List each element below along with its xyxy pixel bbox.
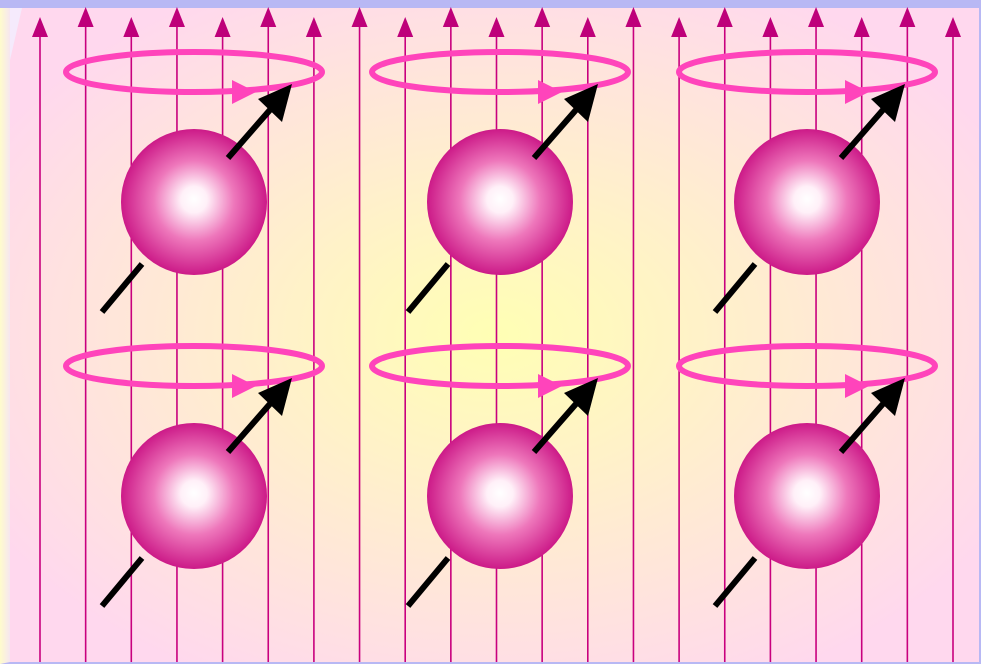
field-line-6 — [260, 7, 277, 662]
spin-grid — [63, 49, 938, 608]
precession-ring — [63, 343, 325, 389]
field-arrowhead-icon — [168, 7, 185, 27]
spin-unit-r2-c3 — [676, 343, 938, 608]
spin-arrowhead-icon — [871, 378, 905, 416]
spin-unit-r1-c1 — [63, 49, 325, 314]
panel-corner-highlight — [10, 8, 22, 60]
field-arrowhead-icon — [579, 17, 596, 37]
field-arrowhead-icon — [488, 17, 505, 37]
field-arrowhead-icon — [853, 17, 870, 37]
spin-unit-r2-c1 — [63, 343, 325, 608]
field-arrowhead-icon — [671, 17, 688, 37]
field-arrowhead-icon — [260, 7, 277, 27]
panel-left-bevel — [0, 8, 10, 664]
field-arrowhead-icon — [625, 7, 642, 27]
precession-direction-arrow-icon — [538, 80, 562, 104]
spin-arrow-shaft — [838, 101, 892, 160]
field-line-9 — [397, 17, 414, 662]
field-arrowhead-icon — [351, 7, 368, 27]
spin-arrow-tail — [712, 262, 758, 314]
field-arrowhead-icon — [808, 7, 825, 27]
spin-arrow-shaft — [225, 101, 279, 160]
nucleus-sphere — [121, 423, 267, 569]
precession-ring — [63, 49, 325, 95]
field-arrowhead-icon — [442, 7, 459, 27]
field-line-15 — [671, 17, 688, 662]
spin-arrowhead-icon — [564, 84, 598, 122]
spin-arrow-tail — [405, 262, 451, 314]
spin-arrow-tail — [405, 556, 451, 608]
precession-direction-arrow-icon — [845, 374, 869, 398]
spin-arrow-shaft — [531, 395, 585, 454]
field-arrowhead-icon — [123, 17, 140, 37]
precession-ring — [369, 49, 631, 95]
field-arrowhead-icon — [32, 17, 48, 37]
field-arrowhead-icon — [397, 17, 414, 37]
spin-arrow-shaft — [531, 101, 585, 160]
field-arrowhead-icon — [534, 7, 551, 27]
field-arrowhead-icon — [899, 7, 916, 27]
spin-arrow-shaft — [838, 395, 892, 454]
precession-ring — [369, 343, 631, 389]
spin-unit-r1-c2 — [369, 49, 631, 314]
nucleus-sphere — [734, 423, 880, 569]
field-line-1 — [32, 17, 48, 662]
spin-unit-r2-c2 — [369, 343, 631, 608]
precession-direction-arrow-icon — [232, 80, 256, 104]
field-line-20 — [899, 7, 916, 662]
nucleus-sphere — [121, 129, 267, 275]
field-arrowhead-icon — [716, 7, 733, 27]
precession-direction-arrow-icon — [538, 374, 562, 398]
field-line-7 — [305, 17, 322, 662]
field-arrowhead-icon — [945, 17, 961, 37]
field-line-10 — [442, 7, 459, 662]
spin-arrowhead-icon — [258, 84, 292, 122]
spin-arrow-tail — [712, 556, 758, 608]
nucleus-sphere — [427, 129, 573, 275]
field-line-2 — [77, 7, 94, 662]
field-arrowhead-icon — [305, 17, 322, 37]
spin-arrowhead-icon — [564, 378, 598, 416]
precession-ring — [676, 49, 938, 95]
field-line-21 — [945, 17, 961, 662]
precession-ring — [676, 343, 938, 389]
spin-unit-r1-c3 — [676, 49, 938, 314]
field-arrowhead-icon — [762, 17, 779, 37]
field-line-14 — [625, 7, 642, 662]
spin-arrow-shaft — [225, 395, 279, 454]
magnetic-field-lines — [32, 7, 961, 662]
spin-arrow-tail — [99, 262, 145, 314]
field-line-8 — [351, 7, 368, 662]
field-line-16 — [716, 7, 733, 662]
field-arrowhead-icon — [77, 7, 94, 27]
spin-arrow-tail — [99, 556, 145, 608]
nucleus-sphere — [427, 423, 573, 569]
spin-arrowhead-icon — [871, 84, 905, 122]
precession-direction-arrow-icon — [232, 374, 256, 398]
spin-arrowhead-icon — [258, 378, 292, 416]
field-arrowhead-icon — [214, 17, 231, 37]
precession-direction-arrow-icon — [845, 80, 869, 104]
field-line-13 — [579, 17, 596, 662]
nucleus-sphere — [734, 129, 880, 275]
